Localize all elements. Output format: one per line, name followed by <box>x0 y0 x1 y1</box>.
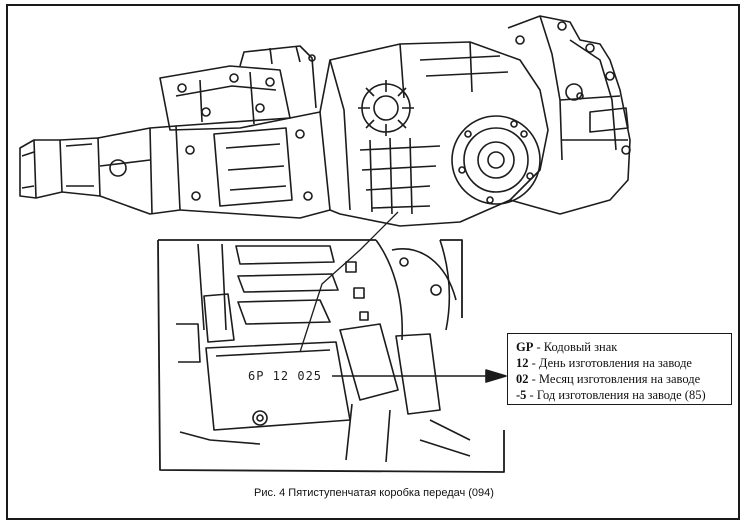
code-legend-box: GP - Кодовый знак 12 - День изготовления… <box>507 333 732 405</box>
gearbox-main-drawing <box>19 15 631 227</box>
legend-code: -5 <box>516 388 527 402</box>
legend-item: GP - Кодовый знак <box>516 339 731 355</box>
legend-code: 02 <box>516 372 529 386</box>
legend-arrow-head <box>485 369 507 383</box>
legend-code: 12 <box>516 356 529 370</box>
legend-text: - Кодовый знак <box>533 340 618 354</box>
figure-caption: Рис. 4 Пятиступенчатая коробка передач (… <box>254 487 494 499</box>
legend-code: GP <box>516 340 534 354</box>
page-border <box>6 4 740 520</box>
legend-text: - Год изготовления на заводе (85) <box>526 388 706 402</box>
legend-item: 12 - День изготовления на заводе <box>516 355 731 371</box>
legend-text: - Месяц изготовления на заводе <box>528 372 701 386</box>
legend-item: -5 - Год изготовления на заводе (85) <box>516 387 731 403</box>
detail-pointer-line <box>299 211 399 353</box>
detail-inset <box>157 239 505 473</box>
stamped-code: 6P 12 025 <box>248 369 323 383</box>
legend-text: - День изготовления на заводе <box>528 356 692 370</box>
legend-item: 02 - Месяц изготовления на заводе <box>516 371 731 387</box>
